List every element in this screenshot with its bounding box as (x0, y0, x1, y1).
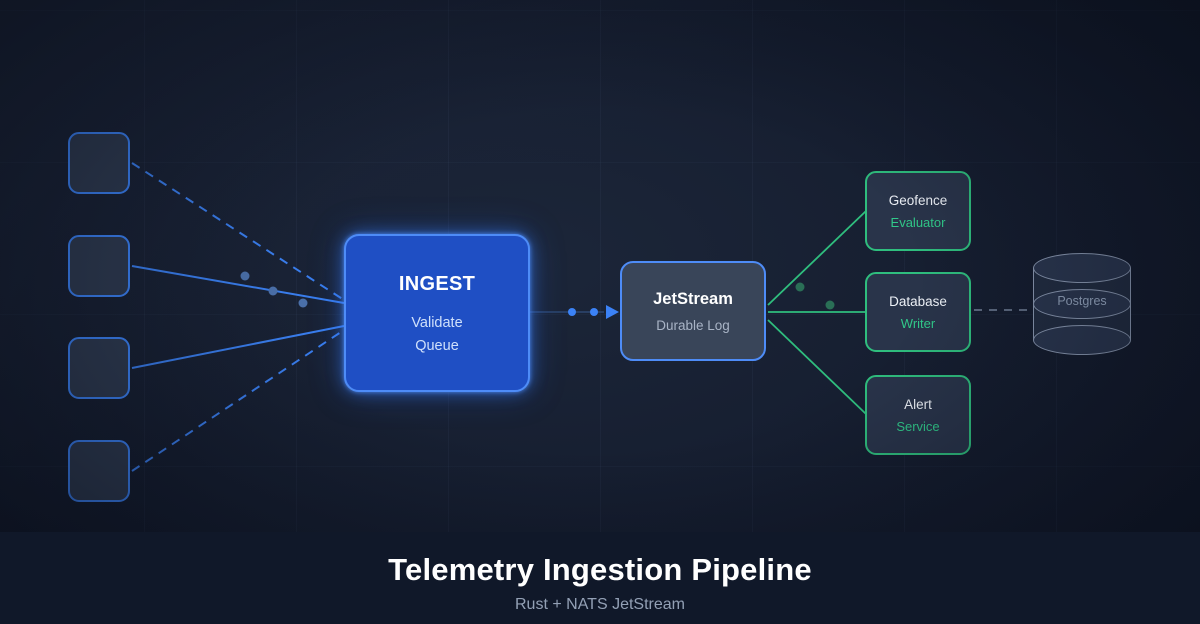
flow-dot-left-3 (298, 298, 308, 308)
ingest-line-validate: Validate (411, 314, 463, 331)
arrowhead-stream (606, 305, 619, 319)
source-node-1[interactable] (68, 132, 130, 194)
flow-dot-left-2 (268, 286, 278, 296)
flow-dot-right-2 (825, 300, 835, 310)
link-source-4-ingest (131, 329, 345, 472)
datastore-postgres[interactable]: Postgres (1033, 253, 1131, 357)
db-disc-1 (1033, 253, 1131, 283)
flow-dot-mid-1 (568, 308, 576, 316)
datastore-label: Postgres (1057, 294, 1107, 308)
flow-dot-mid-2 (590, 308, 598, 316)
diagram-title: Telemetry Ingestion Pipeline (388, 552, 812, 587)
footer-band (0, 532, 1200, 624)
link-source-3-ingest (131, 325, 345, 369)
jetstream-title: JetStream (653, 289, 733, 308)
database-subtitle: Writer (900, 315, 936, 331)
link-stream-alert (767, 319, 867, 415)
link-source-1-ingest (131, 162, 345, 301)
ingest-line-queue: Queue (415, 338, 459, 354)
jetstream-subtitle: Durable Log (656, 317, 730, 333)
service-node-database[interactable]: Database Writer (865, 272, 971, 352)
alert-title: Alert (904, 396, 932, 412)
db-disc-3 (1033, 325, 1131, 355)
ingest-node[interactable]: INGEST Validate Queue (344, 234, 530, 392)
source-node-2[interactable] (68, 235, 130, 297)
flow-dot-left-1 (240, 271, 250, 281)
alert-subtitle: Service (896, 418, 940, 434)
link-stream-geofence (767, 210, 867, 306)
service-node-geofence[interactable]: Geofence Evaluator (865, 171, 971, 251)
database-title: Database (889, 293, 947, 309)
source-node-3[interactable] (68, 337, 130, 399)
flow-dot-right-1 (795, 282, 805, 292)
geofence-title: Geofence (888, 192, 948, 208)
service-node-alert[interactable]: Alert Service (865, 375, 971, 455)
ingest-title: INGEST (398, 272, 476, 295)
jetstream-node[interactable]: JetStream Durable Log (620, 261, 766, 361)
link-source-2-ingest (131, 265, 345, 304)
geofence-subtitle: Evaluator (890, 214, 946, 230)
diagram-subtitle: Rust + NATS JetStream (515, 596, 685, 613)
source-node-4[interactable] (68, 440, 130, 502)
